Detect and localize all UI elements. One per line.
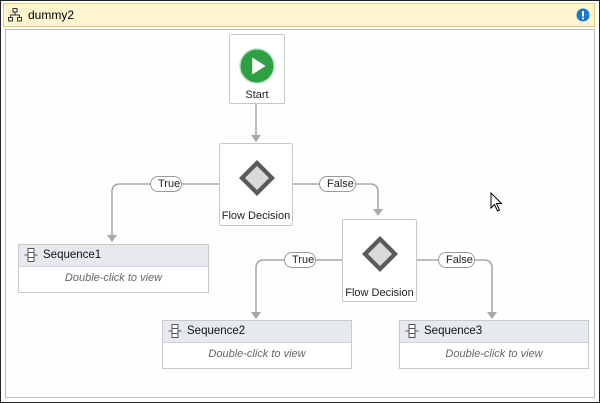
sequence-icon [168,324,182,338]
sequence-header: Sequence2 [163,321,351,343]
start-play-icon [239,48,275,84]
decision-1-true-label[interactable]: True [150,176,182,192]
sequence-3-activity[interactable]: Sequence3 Double-click to view [399,320,589,369]
sequence-2-activity[interactable]: Sequence2 Double-click to view [162,320,352,369]
sequence-icon [24,248,38,262]
decision-diamond-icon [239,160,275,196]
decision-2-label: Flow Decision [345,287,414,299]
designer-title-bar: dummy2 [3,3,595,27]
sequence-header: Sequence3 [400,321,588,343]
decision-1-label: Flow Decision [221,210,291,222]
flow-decision-1[interactable]: Flow Decision [219,143,293,226]
flow-decision-2[interactable]: Flow Decision [342,219,417,302]
sequence-3-title: Sequence3 [424,325,483,337]
decision-2-false-label[interactable]: False [438,252,475,268]
start-node[interactable]: Start [229,34,285,104]
validation-warning-icon[interactable] [576,8,590,22]
sequence-icon [405,324,419,338]
sequence-1-activity[interactable]: Sequence1 Double-click to view [18,244,209,293]
decision-2-true-label[interactable]: True [284,252,316,268]
workflow-title: dummy2 [28,8,75,22]
sequence-2-hint: Double-click to view [208,348,306,360]
flowchart-icon [8,8,22,22]
sequence-header: Sequence1 [19,245,208,267]
mouse-cursor-icon [490,192,503,212]
sequence-3-hint: Double-click to view [445,348,543,360]
sequence-1-title: Sequence1 [43,249,102,261]
decision-diamond-icon [362,236,398,272]
start-label: Start [245,89,269,101]
sequence-2-title: Sequence2 [187,325,246,337]
sequence-1-hint: Double-click to view [64,272,163,284]
decision-1-false-label[interactable]: False [319,176,356,192]
